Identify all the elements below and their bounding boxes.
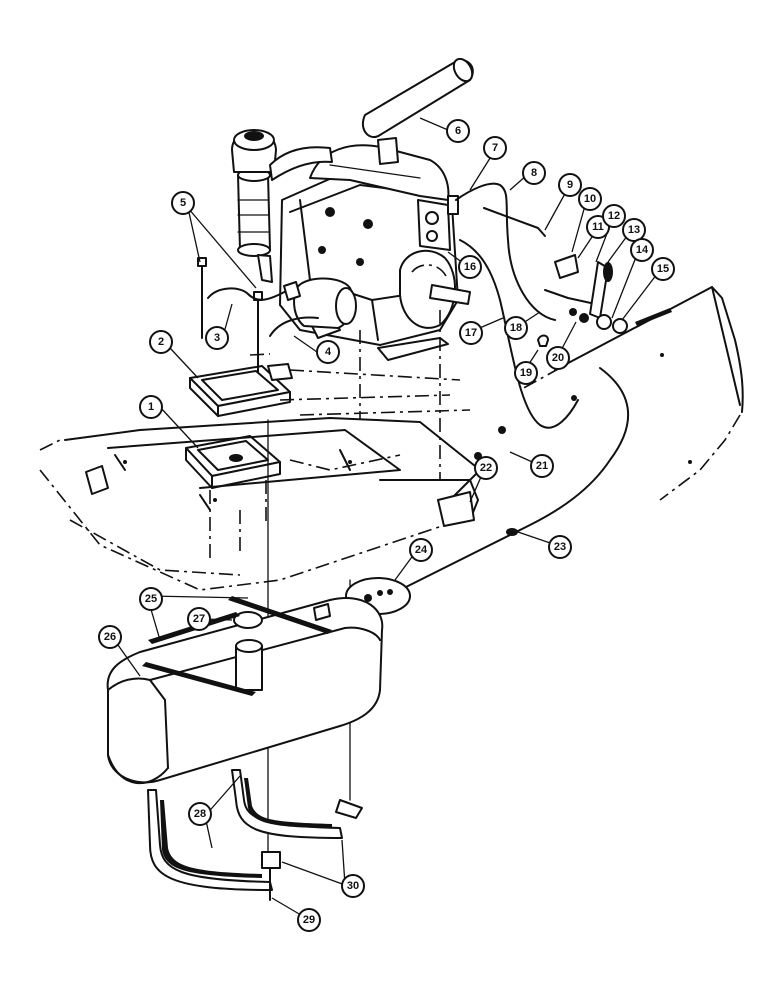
callout-4-label: 4 [325,346,332,358]
callout-7: 7 [483,136,507,160]
callout-26: 26 [98,625,122,649]
callout-4: 4 [316,340,340,364]
callout-29-label: 29 [303,914,315,926]
callout-19: 19 [514,361,538,385]
engine-assembly [279,144,471,361]
fuel-tank [106,596,384,785]
callout-27: 27 [187,607,211,631]
callout-16: 16 [458,255,482,279]
muffler [361,57,474,165]
callout-10-label: 10 [584,193,596,205]
side-panel [519,286,744,501]
callout-18-label: 18 [510,322,522,334]
callout-24-label: 24 [415,544,428,556]
callout-20: 20 [546,346,570,370]
mounting-plate-1 [185,435,281,489]
callout-13-label: 13 [628,224,640,236]
callout-10: 10 [578,187,602,211]
callout-14-label: 14 [636,244,649,256]
callout-23-label: 23 [554,541,566,553]
callout-6: 6 [446,119,470,143]
callout-28-label: 28 [194,808,206,820]
callout-13: 13 [622,218,646,242]
air-cleaner [231,129,333,283]
callout-26-label: 26 [104,631,116,643]
callout-2-label: 2 [158,336,164,348]
callout-2: 2 [149,330,173,354]
callout-8-label: 8 [531,167,537,179]
callout-17: 17 [459,321,483,345]
callout-16-label: 16 [464,261,476,273]
callout-24: 24 [409,538,433,562]
tank-straps [147,769,363,901]
callout-3-label: 3 [214,332,220,344]
mount-bolts [197,257,319,373]
callout-21-label: 21 [536,460,548,472]
callout-29: 29 [297,908,321,932]
callout-15-label: 15 [657,263,669,275]
callout-17-label: 17 [465,327,477,339]
callout-28: 28 [188,802,212,826]
callout-21: 21 [530,454,554,478]
callout-5: 5 [171,191,195,215]
callout-20-label: 20 [552,352,564,364]
callout-1: 1 [139,395,163,419]
callout-25: 25 [139,587,163,611]
callout-6-label: 6 [455,125,461,137]
frame [39,353,506,591]
callout-9-label: 9 [567,179,573,191]
callout-30-label: 30 [347,880,359,892]
callout-15: 15 [651,257,675,281]
callout-30: 30 [341,874,365,898]
cable-23 [345,367,629,615]
callout-22: 22 [474,456,498,480]
callout-25-label: 25 [145,593,157,605]
callout-8: 8 [522,161,546,185]
callout-12: 12 [602,204,626,228]
mounting-plate-2 [189,363,293,417]
callout-23: 23 [548,535,572,559]
callout-22-label: 22 [480,462,492,474]
callout-12-label: 12 [608,210,620,222]
callout-14: 14 [630,238,654,262]
callout-1-label: 1 [148,401,154,413]
callout-5-label: 5 [180,197,186,209]
callout-18: 18 [504,316,528,340]
callout-9: 9 [558,173,582,197]
callout-11-label: 11 [592,221,604,233]
callout-7-label: 7 [492,142,498,154]
callout-27-label: 27 [193,613,205,625]
callout-3: 3 [205,326,229,350]
callout-19-label: 19 [520,367,532,379]
